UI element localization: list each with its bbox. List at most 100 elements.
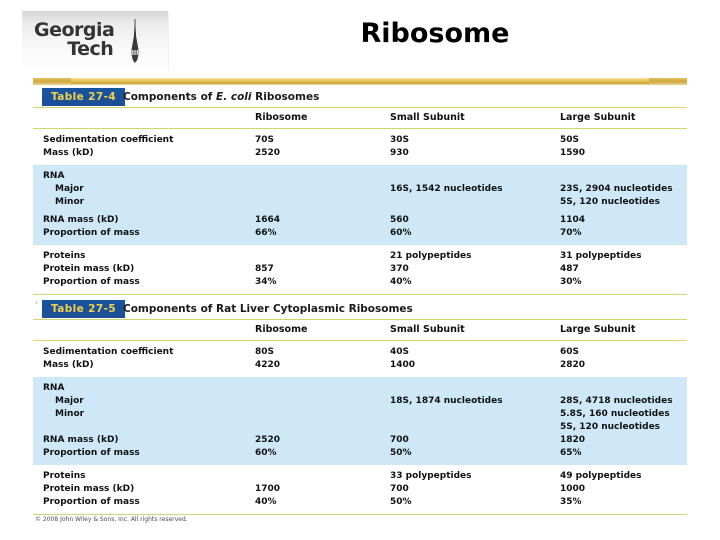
stray-mark: '	[35, 301, 38, 311]
logo-wordmark: Georgia Tech	[34, 19, 115, 60]
row-label: Mass (kD)	[43, 360, 94, 370]
row-label: Protein mass (kD)	[43, 264, 135, 274]
row-value-small: 560	[390, 215, 409, 225]
row-value-large: 23S, 2904 nucleotides	[560, 184, 673, 194]
logo-line-1: Georgia	[34, 19, 115, 41]
table-footer: © 2008 John Wiley & Sons, Inc. All right…	[33, 515, 687, 529]
row-label: Mass (kD)	[43, 148, 94, 158]
table-section-rna: RNA Major 18S, 1874 nucleotides 28S, 471…	[33, 377, 687, 465]
row-label: Minor	[55, 197, 85, 207]
table-row: Protein mass (kD) 857 370 487	[33, 263, 687, 276]
table-row: Sedimentation coefficient 70S 30S 50S	[33, 134, 687, 147]
row-value-small: 16S, 1542 nucleotides	[390, 184, 503, 194]
table-badge: Table 27-5	[42, 300, 126, 318]
table-row: Proportion of mass 40% 50% 35%	[33, 496, 687, 509]
row-value-large: 60S	[560, 347, 580, 357]
gold-divider-cap-right	[649, 78, 687, 85]
logo-line-2: Tech	[67, 38, 114, 60]
row-value-small: 50%	[390, 497, 412, 507]
table-row: Proteins 21 polypeptides 31 polypeptides	[33, 250, 687, 263]
row-label: Sedimentation coefficient	[43, 347, 174, 357]
row-value-large: 5S, 120 nucleotides	[560, 197, 661, 207]
table-section-proteins: Proteins 33 polypeptides 49 polypeptides…	[33, 465, 687, 514]
table-row: Mass (kD) 2520 930 1590	[33, 147, 687, 160]
table-column-headers: Ribosome Small Subunit Large Subunit	[33, 108, 687, 129]
table-title-italic: E. coli	[216, 91, 252, 103]
table-section-general: Sedimentation coefficient 80S 40S 60S Ma…	[33, 341, 687, 377]
table-row: Proportion of mass 66% 60% 70%	[33, 227, 687, 240]
row-value-large: 65%	[560, 448, 582, 458]
row-label: RNA mass (kD)	[43, 435, 119, 445]
table-title-prefix: Components of Rat Liver Cytoplasmic Ribo…	[123, 303, 413, 315]
table-row: RNA mass (kD) 1664 560 1104	[33, 214, 687, 227]
table-title-prefix: Components of	[123, 91, 217, 103]
row-value-small: 700	[390, 484, 409, 494]
row-label: RNA	[43, 171, 65, 181]
row-value-ribosome: 2520	[255, 148, 281, 158]
row-label: Proportion of mass	[43, 448, 140, 458]
row-value-ribosome: 2520	[255, 435, 281, 445]
table-bottom-rule	[33, 294, 687, 295]
row-value-ribosome: 40%	[255, 497, 277, 507]
column-header-ribosome: Ribosome	[255, 324, 308, 335]
row-value-ribosome: 1664	[255, 215, 281, 225]
row-value-large: 1820	[560, 435, 586, 445]
table-row: RNA mass (kD) 2520 700 1820	[33, 434, 687, 447]
table-row: RNA	[33, 382, 687, 395]
page-title: Ribosome	[360, 18, 510, 49]
column-header-small-subunit: Small Subunit	[390, 324, 465, 335]
row-value-small: 370	[390, 264, 409, 274]
table-row: RNA	[33, 170, 687, 183]
row-value-large: 487	[560, 264, 579, 274]
row-value-large: 5.8S, 160 nucleotides	[560, 409, 670, 419]
row-value-small: 18S, 1874 nucleotides	[390, 396, 503, 406]
row-value-small: 21 polypeptides	[390, 251, 472, 261]
row-value-ribosome: 857	[255, 264, 274, 274]
row-value-large: 30%	[560, 277, 582, 287]
row-value-large: 2820	[560, 360, 586, 370]
table-row: 5S, 120 nucleotides	[33, 421, 687, 434]
row-label: RNA mass (kD)	[43, 215, 119, 225]
row-label: Major	[55, 184, 84, 194]
table-badge: Table 27-4	[42, 88, 126, 106]
row-value-small: 700	[390, 435, 409, 445]
table-row: Proteins 33 polypeptides 49 polypeptides	[33, 470, 687, 483]
table-row: Minor 5.8S, 160 nucleotides	[33, 408, 687, 421]
row-value-small: 33 polypeptides	[390, 471, 472, 481]
row-label: Minor	[55, 409, 85, 419]
row-value-small: 60%	[390, 228, 412, 238]
table-row: Protein mass (kD) 1700 700 1000	[33, 483, 687, 496]
row-value-large: 1590	[560, 148, 586, 158]
row-label: Proteins	[43, 251, 86, 261]
table-row: Major 16S, 1542 nucleotides 23S, 2904 nu…	[33, 183, 687, 196]
row-label: Major	[55, 396, 84, 406]
row-value-small: 1400	[390, 360, 416, 370]
row-value-small: 40S	[390, 347, 410, 357]
row-label: Proportion of mass	[43, 277, 140, 287]
table-27-5: ' Table 27-5 Components of Rat Liver Cyt…	[33, 300, 687, 529]
table-row: Mass (kD) 4220 1400 2820	[33, 359, 687, 372]
row-label: Protein mass (kD)	[43, 484, 135, 494]
column-header-small-subunit: Small Subunit	[390, 112, 465, 123]
row-value-large: 28S, 4718 nucleotides	[560, 396, 673, 406]
row-label: Proteins	[43, 471, 86, 481]
gt-tower-icon	[131, 19, 139, 63]
row-label: RNA	[43, 383, 65, 393]
row-value-ribosome: 4220	[255, 360, 281, 370]
row-value-ribosome: 60%	[255, 448, 277, 458]
table-row: Major 18S, 1874 nucleotides 28S, 4718 nu…	[33, 395, 687, 408]
table-section-proteins: Proteins 21 polypeptides 31 polypeptides…	[33, 245, 687, 294]
table-section-general: Sedimentation coefficient 70S 30S 50S Ma…	[33, 129, 687, 165]
row-value-ribosome: 70S	[255, 135, 275, 145]
table-title-suffix: Ribosomes	[251, 91, 320, 103]
row-value-ribosome: 80S	[255, 347, 275, 357]
gold-divider-cap-left	[33, 78, 71, 85]
column-header-ribosome: Ribosome	[255, 112, 308, 123]
table-bottom-rule	[33, 514, 687, 515]
table-column-headers: Ribosome Small Subunit Large Subunit	[33, 320, 687, 341]
row-value-ribosome: 34%	[255, 277, 277, 287]
table-section-rna: RNA Major 16S, 1542 nucleotides 23S, 290…	[33, 165, 687, 245]
copyright-notice: © 2008 John Wiley & Sons, Inc. All right…	[35, 516, 188, 523]
row-label: Proportion of mass	[43, 497, 140, 507]
row-value-small: 50%	[390, 448, 412, 458]
